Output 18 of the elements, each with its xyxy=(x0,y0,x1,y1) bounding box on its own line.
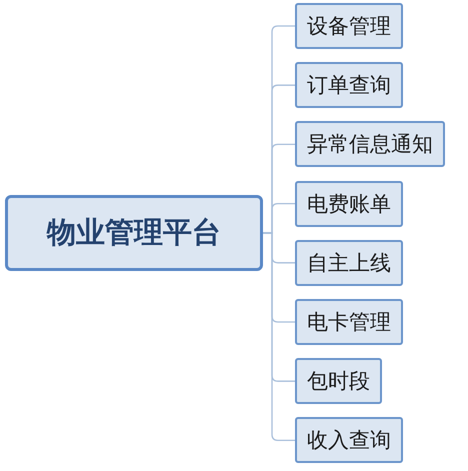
topic-box xyxy=(295,358,382,404)
topic-box xyxy=(295,417,403,464)
topic-box xyxy=(295,180,403,227)
box-label: 电费账单 xyxy=(307,190,391,218)
box-label: 电卡管理 xyxy=(307,309,391,336)
topic-box xyxy=(295,3,403,49)
root-box xyxy=(5,195,263,271)
box-label: 物业管理平台 xyxy=(47,214,221,251)
box-label: 包时段 xyxy=(307,368,370,396)
topic-box xyxy=(295,121,445,168)
box-label: 订单查询 xyxy=(307,72,391,100)
box-label: 自主上线 xyxy=(307,250,391,277)
box-label: 设备管理 xyxy=(307,13,391,40)
topic-box xyxy=(295,240,403,286)
box-label: 异常信息通知 xyxy=(307,131,433,158)
topic-box xyxy=(295,62,403,108)
topic-box xyxy=(295,299,403,345)
box-label: 收入查询 xyxy=(307,427,391,454)
